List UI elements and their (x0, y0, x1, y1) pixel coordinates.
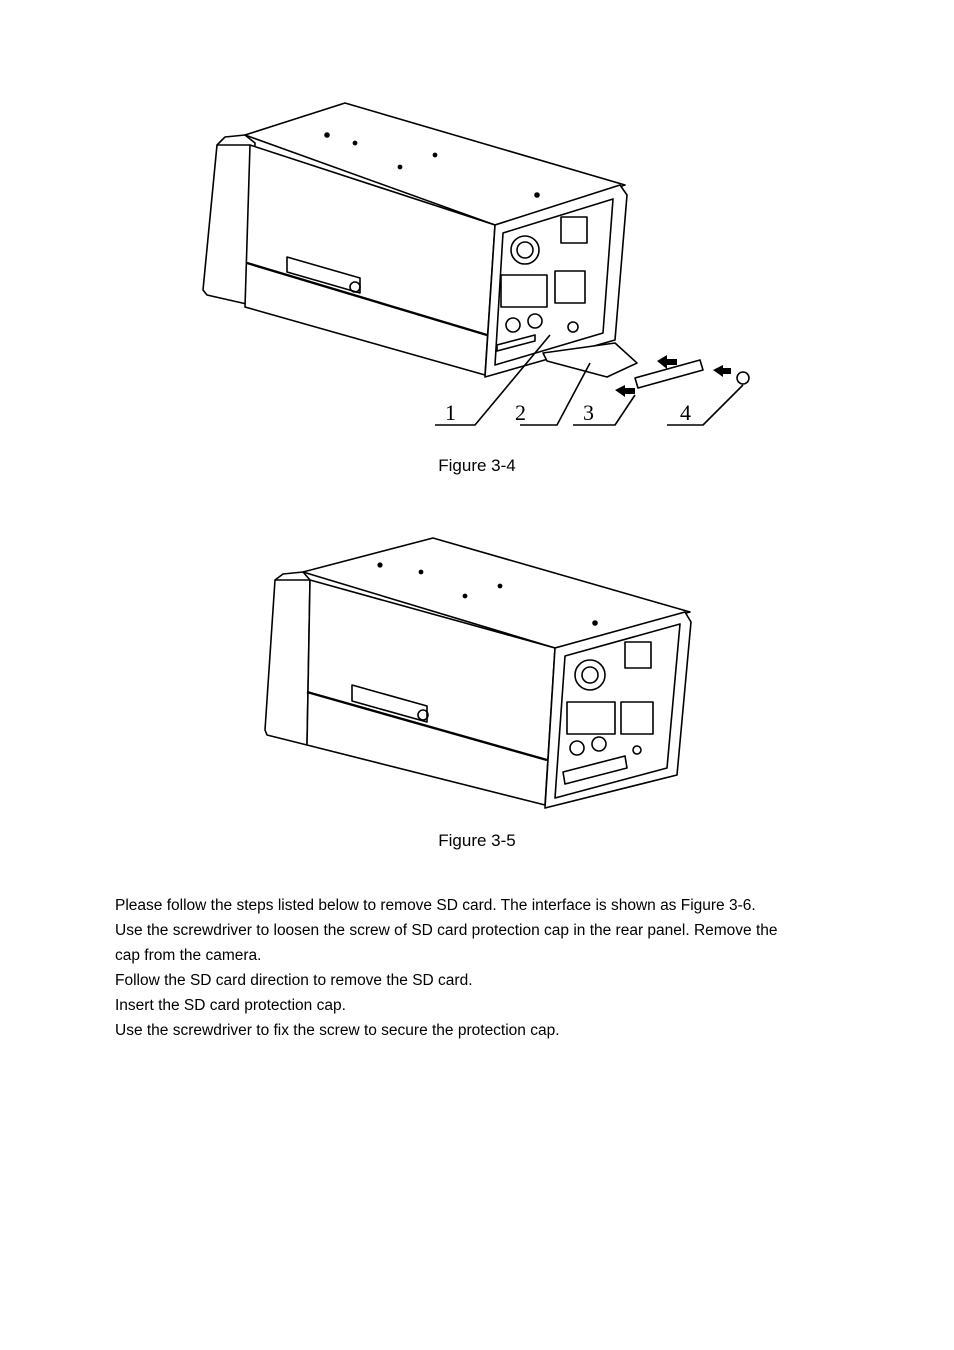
instruction-line: Use the screwdriver to fix the screw to … (115, 1022, 560, 1039)
instructions: Please follow the steps listed below to … (115, 893, 855, 1043)
callout-4: 4 (680, 400, 691, 425)
callout-1: 1 (445, 400, 456, 425)
instruction-line: Insert the SD card protection cap. (115, 997, 346, 1014)
callout-3: 3 (583, 400, 594, 425)
instruction-line: Please follow the steps listed below to … (115, 897, 756, 914)
camera-exploded-diagram: 1 2 3 4 (202, 102, 750, 426)
figure-caption: Figure 3-4 (438, 456, 516, 475)
instruction-line: Follow the SD card direction to remove t… (115, 972, 473, 989)
instruction-line: Use the screwdriver to loosen the screw … (115, 922, 778, 939)
instruction-line: cap from the camera. (115, 947, 262, 964)
camera-assembled-diagram (264, 537, 692, 809)
callout-2: 2 (515, 400, 526, 425)
figure-caption: Figure 3-5 (438, 831, 516, 850)
